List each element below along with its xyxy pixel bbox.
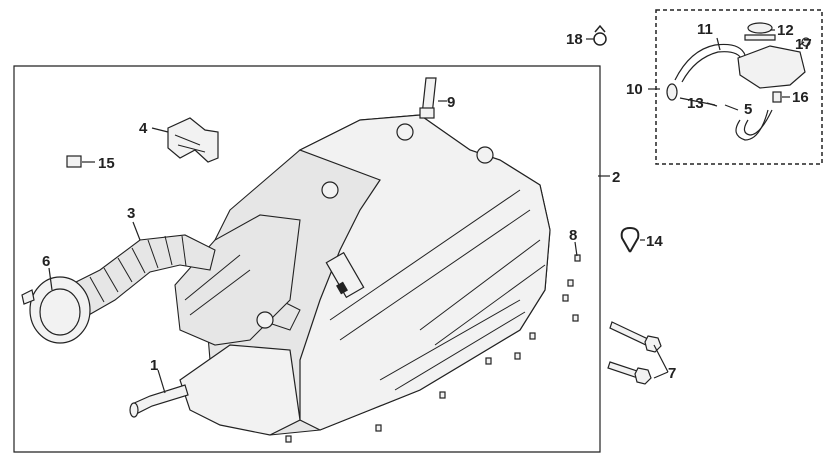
air-cleaner-housing <box>174 114 551 436</box>
part-9-breather <box>419 77 437 119</box>
callout-3: 3 <box>127 205 135 222</box>
callout-17: 17 <box>795 36 812 53</box>
part-1-drain <box>129 384 189 418</box>
assembly-frame <box>13 65 601 453</box>
leader-lines <box>48 29 805 394</box>
callout-4: 4 <box>139 120 148 137</box>
part-6-clamp <box>21 276 91 344</box>
part-4-bracket <box>167 117 219 163</box>
callout-5: 5 <box>744 101 752 118</box>
callout-10: 10 <box>626 81 643 98</box>
callout-12: 12 <box>777 22 794 39</box>
callout-18: 18 <box>566 31 583 48</box>
subassembly-parts <box>666 22 811 141</box>
callout-2: 2 <box>612 169 620 186</box>
callout-labels: 1 2 3 4 5 6 7 8 9 10 11 12 13 14 15 16 1… <box>42 21 812 382</box>
callout-14: 14 <box>646 233 663 250</box>
subassembly-frame <box>655 9 823 165</box>
part-18-small-clamp <box>593 24 607 46</box>
callout-8: 8 <box>569 227 577 244</box>
part-8-screws <box>285 254 581 443</box>
callout-7: 7 <box>668 365 676 382</box>
part-15-clip <box>66 155 82 168</box>
callout-1: 1 <box>150 357 158 374</box>
callout-13: 13 <box>687 95 704 112</box>
callout-11: 11 <box>697 21 713 38</box>
callout-9: 9 <box>447 94 455 111</box>
callout-16: 16 <box>792 89 809 106</box>
part-14-hose-clip <box>620 226 640 253</box>
part-3-connecting-tube <box>59 234 216 321</box>
part-7-bolts <box>607 321 662 385</box>
callout-6: 6 <box>42 253 50 270</box>
callout-15: 15 <box>98 155 115 172</box>
